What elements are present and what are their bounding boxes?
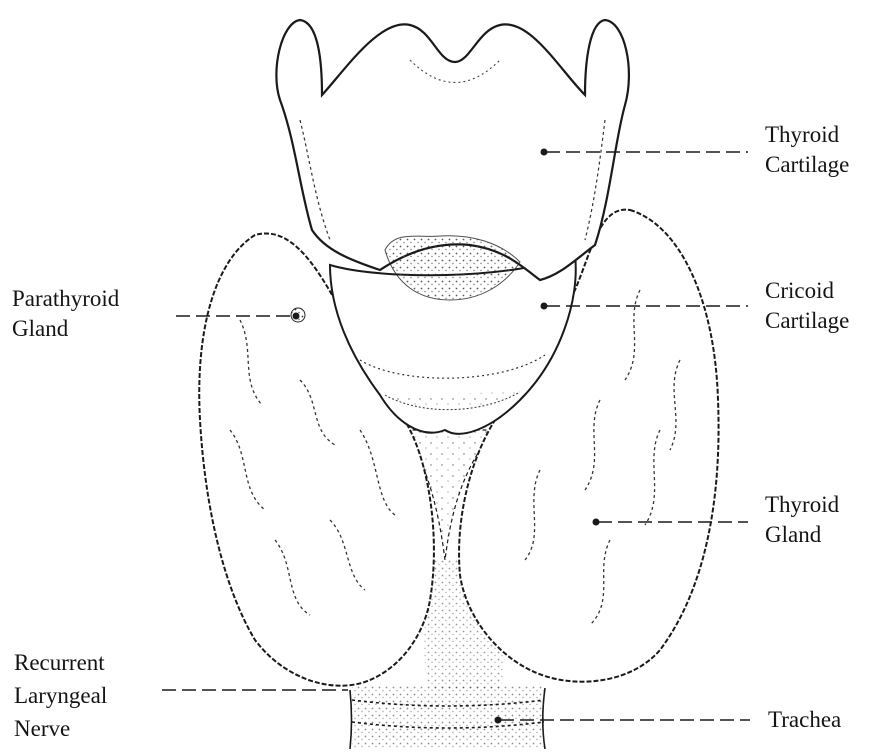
label-line: Thyroid (765, 120, 849, 150)
label-line: Laryngeal (14, 679, 107, 712)
label-trachea: Trachea (768, 705, 841, 735)
thyroid-cartilage-shape (276, 20, 629, 300)
label-line: Parathyroid (12, 284, 119, 314)
trachea-shape (350, 685, 545, 749)
label-line: Nerve (14, 712, 107, 745)
label-line: Cartilage (765, 306, 849, 336)
label-thyroid-gland: Thyroid Gland (765, 490, 839, 550)
label-recurrent-laryngeal-nerve: Recurrent Laryngeal Nerve (14, 646, 107, 745)
label-cricoid-cartilage: Cricoid Cartilage (765, 276, 849, 336)
label-line: Recurrent (14, 646, 107, 679)
label-thyroid-cartilage: Thyroid Cartilage (765, 120, 849, 180)
label-line: Gland (12, 314, 119, 344)
label-line: Trachea (768, 705, 841, 735)
label-line: Thyroid (765, 490, 839, 520)
label-line: Gland (765, 520, 839, 550)
label-line: Cricoid (765, 276, 849, 306)
label-line: Cartilage (765, 150, 849, 180)
label-parathyroid-gland: Parathyroid Gland (12, 284, 119, 344)
